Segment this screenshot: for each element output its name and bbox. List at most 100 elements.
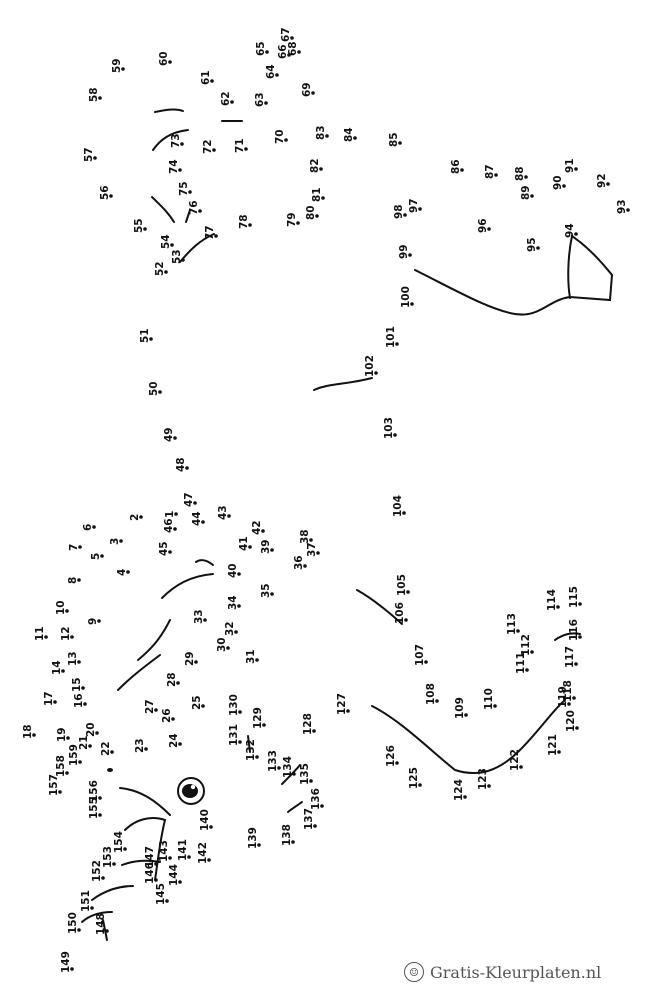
dot-marker [170, 243, 174, 247]
dot-145: 145 [155, 883, 169, 905]
dot-14: 14 [51, 660, 65, 675]
dot-marker [154, 708, 158, 712]
dot-number: 132 [245, 739, 257, 761]
dot-number: 74 [168, 159, 180, 174]
dot-marker [255, 658, 259, 662]
dot-marker [193, 501, 197, 505]
dot-marker [248, 223, 252, 227]
dot-68: 68 [287, 41, 301, 56]
dot-66: 66 [277, 44, 291, 59]
dot-number: 55 [133, 218, 145, 233]
dot-number: 71 [234, 138, 246, 153]
dot-number: 57 [83, 147, 95, 162]
dot-number: 145 [155, 883, 167, 905]
dot-marker [291, 840, 295, 844]
dot-100: 100 [400, 286, 414, 308]
dot-marker [435, 699, 439, 703]
dot-marker [44, 635, 48, 639]
dot-number: 35 [260, 583, 272, 598]
dot-marker [110, 750, 114, 754]
dot-2: 2 [129, 514, 143, 521]
dot-marker [70, 635, 74, 639]
dot-number: 51 [139, 328, 151, 343]
dot-number: 80 [305, 205, 317, 220]
dot-61: 61 [200, 70, 214, 85]
dot-41: 41 [238, 536, 252, 551]
dot-marker [178, 880, 182, 884]
dot-number: 1 [164, 511, 176, 518]
dot-marker [198, 209, 202, 213]
dot-number: 155 [88, 797, 100, 819]
dot-number: 67 [280, 27, 292, 42]
dot-number: 124 [453, 779, 465, 801]
dot-137: 137 [303, 808, 317, 830]
dot-marker [578, 635, 582, 639]
dot-marker [460, 168, 464, 172]
dot-marker [83, 702, 87, 706]
watermark: ☺ Gratis-Kleurplaten.nl [404, 962, 601, 982]
dot-number: 107 [414, 644, 426, 666]
dot-number: 25 [191, 695, 203, 710]
dot-marker [265, 50, 269, 54]
dot-number: 13 [67, 651, 79, 666]
dot-number: 158 [55, 755, 67, 777]
dot-number: 8 [67, 577, 79, 584]
dot-marker [562, 184, 566, 188]
dot-number: 125 [408, 767, 420, 789]
dot-number: 18 [22, 724, 34, 739]
dot-number: 108 [425, 683, 437, 705]
dot-marker [207, 858, 211, 862]
dot-154: 154 [113, 831, 127, 853]
dot-marker [70, 967, 74, 971]
dot-marker [158, 390, 162, 394]
dot-marker [311, 91, 315, 95]
dot-number: 69 [301, 82, 313, 97]
dot-115: 115 [568, 586, 582, 608]
dot-11: 11 [34, 626, 48, 641]
dot-29: 29 [184, 651, 198, 666]
dot-marker [290, 36, 294, 40]
dot-marker [313, 824, 317, 828]
nostril-mark [107, 768, 113, 772]
dot-marker [487, 227, 491, 231]
dot-number: 58 [88, 87, 100, 102]
dot-number: 11 [34, 626, 46, 641]
dot-number: 101 [385, 326, 397, 348]
dot-126: 126 [385, 745, 399, 767]
dot-marker [187, 855, 191, 859]
dot-111: 111 [515, 652, 529, 674]
dot-marker [98, 796, 102, 800]
dot-marker [173, 436, 177, 440]
dot-143: 143 [158, 840, 172, 862]
dot-71: 71 [234, 138, 248, 153]
dot-number: 140 [199, 809, 211, 831]
dot-number: 31 [245, 649, 257, 664]
dot-number: 75 [178, 181, 190, 196]
dot-number: 30 [216, 637, 228, 652]
dot-number: 130 [228, 694, 240, 716]
dot-marker [101, 876, 105, 880]
dot-marker [321, 196, 325, 200]
dot-marker [578, 602, 582, 606]
dot-marker [105, 929, 109, 933]
dot-marker [176, 681, 180, 685]
dot-number: 148 [95, 913, 107, 935]
dot-number: 60 [158, 51, 170, 66]
dot-140: 140 [199, 809, 213, 831]
dot-15: 15 [71, 677, 85, 692]
dot-marker [168, 60, 172, 64]
dot-marker [77, 660, 81, 664]
dot-number: 82 [309, 158, 321, 173]
dot-146: 146 [144, 862, 158, 884]
dot-76: 76 [188, 200, 202, 215]
dot-number: 72 [202, 139, 214, 154]
dot-marker [574, 167, 578, 171]
dot-number: 38 [299, 529, 311, 544]
dot-number: 41 [238, 536, 250, 551]
dot-133: 133 [267, 750, 281, 772]
dot-9: 9 [87, 618, 101, 625]
dot-marker [557, 750, 561, 754]
dot-25: 25 [191, 695, 205, 710]
dot-marker [234, 630, 238, 634]
dot-marker [303, 564, 307, 568]
